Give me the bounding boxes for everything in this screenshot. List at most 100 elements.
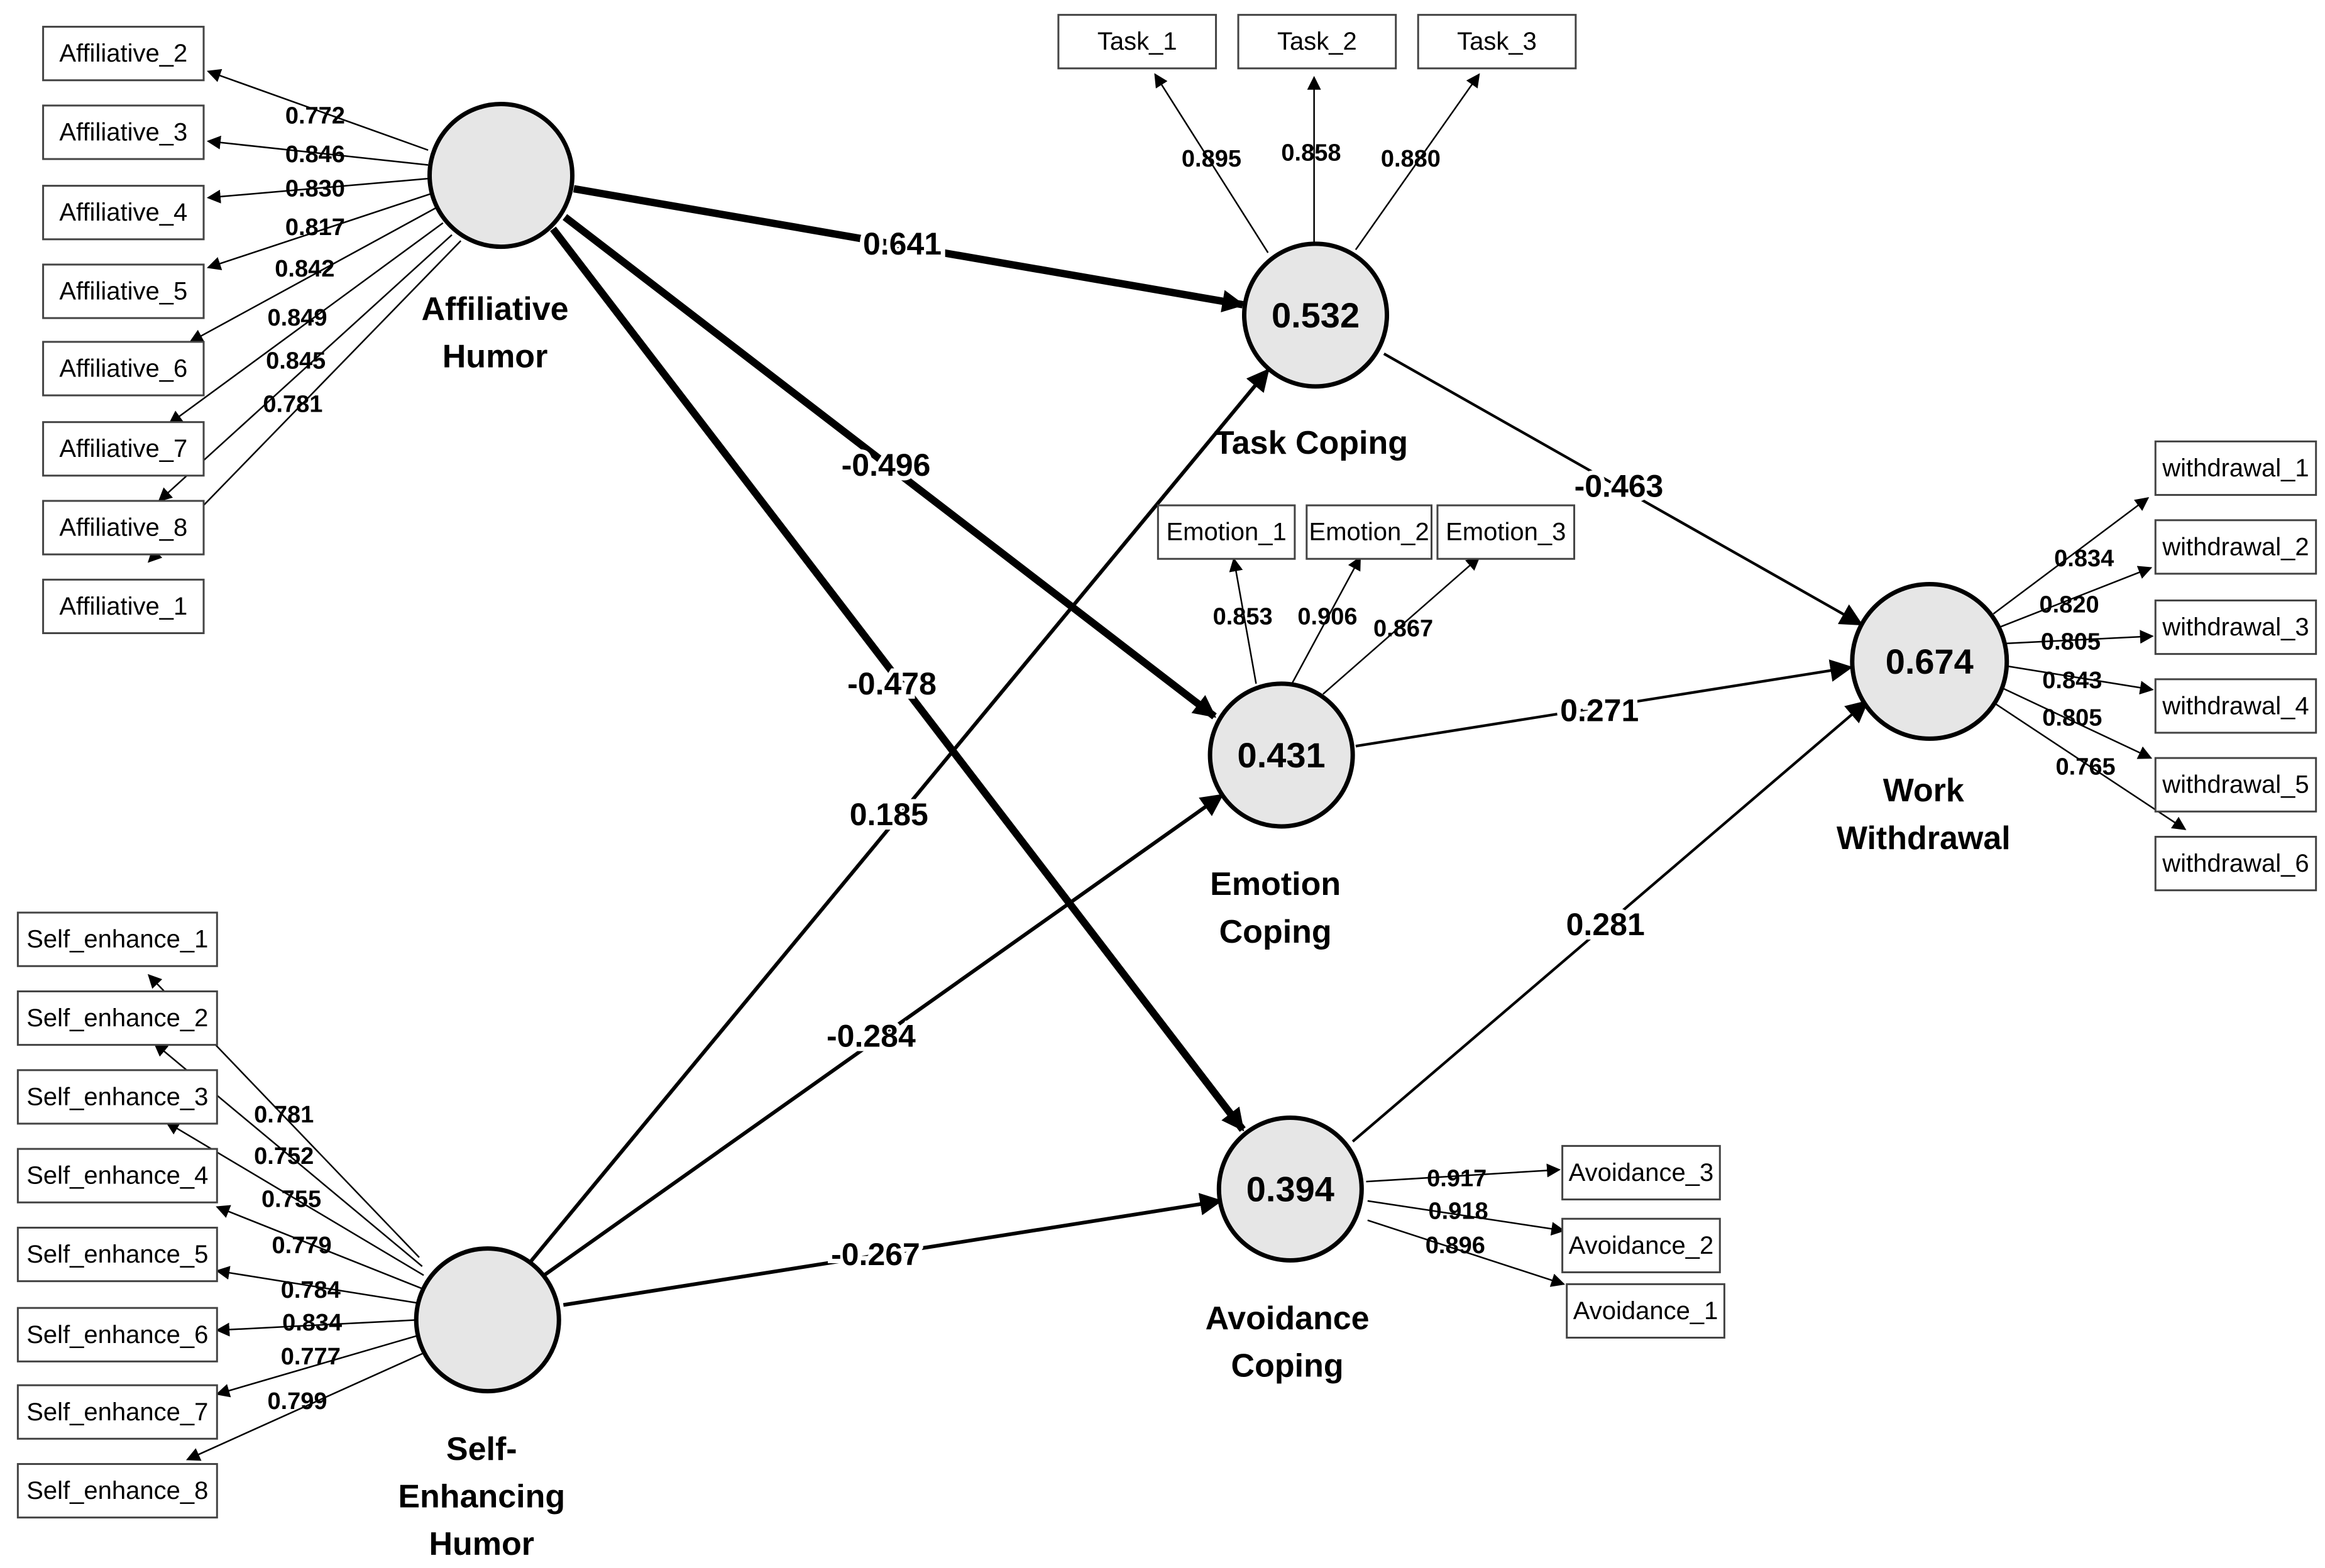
indicator-label-self-enhance-5: Self_enhance_5	[26, 1241, 208, 1268]
indicator-box-self-enhance-2[interactable]	[16, 990, 218, 1046]
construct-node-aff[interactable]	[427, 102, 575, 249]
indicator-box-task-2[interactable]	[1237, 14, 1397, 70]
loading-value-affiliative-5: 0.817	[285, 214, 345, 241]
indicator-label-self-enhance-3: Self_enhance_3	[26, 1083, 208, 1110]
indicator-label-self-enhance-4: Self_enhance_4	[26, 1162, 208, 1190]
indicator-box-withdrawal-3[interactable]	[2154, 599, 2317, 655]
path-arrow-aff-task	[573, 185, 1245, 313]
path-arrow-task-work	[1383, 353, 1864, 626]
loading-arrow-emotion-2	[1289, 556, 1361, 688]
indicator-box-self-enhance-6[interactable]	[16, 1307, 218, 1362]
indicator-box-affiliative-3[interactable]	[42, 104, 205, 160]
construct-label-self-line-3: Humor	[429, 1526, 534, 1562]
indicator-box-task-3[interactable]	[1417, 14, 1577, 70]
construct-node-emo[interactable]	[1207, 681, 1355, 829]
loading-value-affiliative-8: 0.845	[266, 348, 326, 375]
loading-arrow-self-enhance-4	[216, 1205, 423, 1290]
indicator-box-withdrawal-4[interactable]	[2154, 678, 2317, 734]
indicator-box-withdrawal-5[interactable]	[2154, 757, 2317, 813]
loading-arrow-withdrawal-4	[2005, 665, 2154, 695]
indicator-box-affiliative-4[interactable]	[42, 185, 205, 241]
construct-label-self-line-1: Self-	[446, 1431, 517, 1467]
path-coefficient-aff-task: 0.641	[863, 226, 942, 261]
path-coefficient-aff-emo: -0.496	[842, 447, 931, 483]
indicator-box-withdrawal-6[interactable]	[2154, 835, 2317, 892]
indicator-box-self-enhance-1[interactable]	[16, 911, 218, 967]
indicator-label-self-enhance-8: Self_enhance_8	[26, 1477, 208, 1505]
indicator-box-affiliative-7[interactable]	[42, 421, 205, 477]
loading-arrow-avoidance-1	[1367, 1219, 1566, 1287]
loading-value-task-3: 0.880	[1381, 146, 1441, 172]
indicator-label-affiliative-3: Affiliative_3	[59, 118, 187, 146]
loading-arrow-self-enhance-5	[216, 1266, 421, 1305]
indicator-box-task-1[interactable]	[1057, 14, 1217, 70]
indicator-label-task-3: Task_3	[1457, 28, 1537, 55]
loading-value-affiliative-2: 0.772	[285, 102, 345, 129]
construct-label-work-line-1: Work	[1883, 772, 1964, 809]
loading-value-affiliative-1: 0.781	[263, 391, 322, 417]
indicator-label-affiliative-8: Affiliative_8	[59, 514, 187, 542]
indicator-box-affiliative-2[interactable]	[42, 26, 205, 82]
indicator-box-affiliative-8[interactable]	[42, 500, 205, 556]
indicator-box-withdrawal-2[interactable]	[2154, 519, 2317, 575]
indicator-box-avoidance-2[interactable]	[1561, 1217, 1721, 1273]
loading-value-withdrawal-6: 0.765	[2056, 754, 2116, 780]
loading-arrow-affiliative-4	[206, 177, 431, 204]
loading-value-withdrawal-3: 0.805	[2041, 629, 2101, 655]
structural-paths	[527, 185, 1869, 1307]
indicator-label-withdrawal-5: withdrawal_5	[2162, 771, 2309, 799]
construct-node-avoid[interactable]	[1216, 1115, 1364, 1263]
indicator-label-affiliative-4: Affiliative_4	[59, 199, 187, 226]
loading-value-self-enhance-8: 0.799	[267, 1388, 327, 1415]
path-coefficient-aff-avoid: -0.478	[847, 666, 937, 701]
indicator-box-affiliative-5[interactable]	[42, 263, 205, 319]
construct-node-work[interactable]	[1850, 581, 2009, 741]
indicator-label-self-enhance-7: Self_enhance_7	[26, 1398, 208, 1426]
indicator-box-self-enhance-4[interactable]	[16, 1148, 218, 1203]
outer-loadings	[147, 69, 2187, 1461]
construct-label-emo-line-2: Coping	[1219, 914, 1332, 950]
path-arrow-aff-avoid	[550, 226, 1246, 1132]
indicator-box-self-enhance-3[interactable]	[16, 1069, 218, 1125]
path-arrow-avoid-work	[1351, 699, 1869, 1143]
path-coefficient-self-task: 0.185	[850, 797, 928, 832]
indicator-label-self-enhance-2: Self_enhance_2	[26, 1004, 208, 1032]
path-arrow-aff-emo	[563, 214, 1217, 720]
path-coefficient-self-avoid: -0.267	[831, 1237, 920, 1272]
path-arrow-self-avoid	[563, 1193, 1223, 1307]
loading-value-avoidance-2: 0.918	[1429, 1198, 1488, 1224]
loading-value-withdrawal-5: 0.805	[2042, 705, 2102, 731]
indicator-box-self-enhance-8[interactable]	[16, 1463, 218, 1519]
construct-node-task[interactable]	[1242, 241, 1390, 389]
loading-arrow-withdrawal-1	[1992, 496, 2150, 615]
loading-value-affiliative-4: 0.830	[285, 175, 345, 202]
indicator-box-emotion-2[interactable]	[1305, 504, 1432, 560]
loading-value-avoidance-3: 0.917	[1427, 1165, 1487, 1192]
indicator-box-avoidance-3[interactable]	[1561, 1144, 1721, 1201]
indicator-box-withdrawal-1[interactable]	[2154, 440, 2317, 496]
path-arrow-emo-work	[1355, 659, 1853, 748]
loading-arrow-self-enhance-3	[165, 1121, 424, 1276]
indicator-box-affiliative-1[interactable]	[42, 578, 205, 634]
indicator-box-emotion-3[interactable]	[1436, 504, 1576, 560]
indicator-box-emotion-1[interactable]	[1157, 504, 1296, 560]
indicator-label-withdrawal-4: withdrawal_4	[2162, 692, 2309, 720]
path-coefficient-emo-work: 0.271	[1560, 693, 1639, 728]
indicator-label-affiliative-1: Affiliative_1	[59, 593, 187, 620]
indicator-label-task-2: Task_2	[1277, 28, 1357, 55]
loading-arrow-avoidance-3	[1366, 1163, 1561, 1183]
indicator-label-avoidance-3: Avoidance_3	[1569, 1159, 1714, 1187]
construct-label-work-line-2: Withdrawal	[1837, 820, 2011, 857]
loading-arrow-task-1	[1154, 73, 1269, 253]
construct-label-aff-line-1: Affiliative	[422, 291, 569, 327]
construct-node-self[interactable]	[414, 1246, 561, 1394]
indicator-box-self-enhance-5[interactable]	[16, 1226, 218, 1283]
loading-value-self-enhance-3: 0.755	[261, 1187, 321, 1213]
loading-arrow-withdrawal-2	[1999, 566, 2153, 628]
loading-arrow-emotion-3	[1322, 556, 1480, 695]
indicator-box-self-enhance-7[interactable]	[16, 1384, 218, 1440]
loading-arrow-affiliative-3	[206, 135, 429, 166]
indicator-boxes: Affiliative_2Affiliative_3Affiliative_4A…	[16, 14, 2317, 1519]
indicator-box-affiliative-6[interactable]	[42, 341, 205, 397]
indicator-box-avoidance-1[interactable]	[1566, 1283, 1725, 1339]
